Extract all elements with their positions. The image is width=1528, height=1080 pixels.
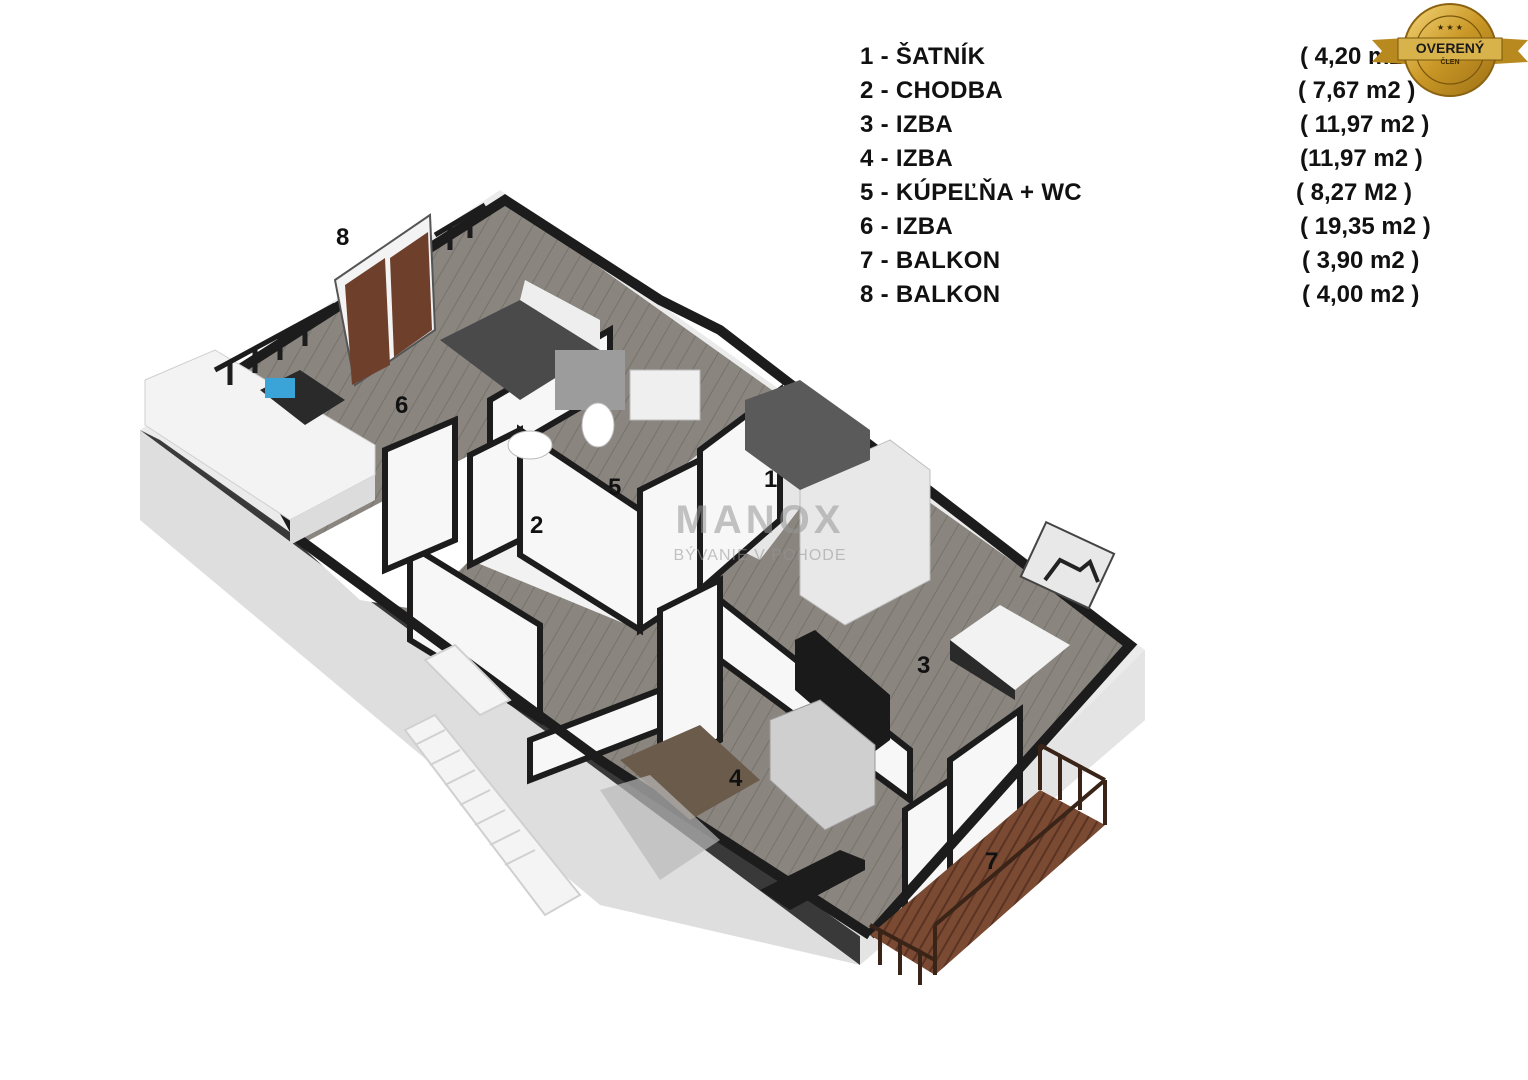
badge-sub-text: ČLEN <box>1440 59 1460 66</box>
room-number-7: 7 <box>985 848 999 875</box>
watermark: MANOX BÝVANIE V POHODE <box>650 498 870 565</box>
balcony-8-door <box>333 213 437 387</box>
legend-item: 1 - ŠATNÍK ( 4,20 m2 ) <box>860 43 1460 77</box>
legend-item: 4 - IZBA (11,97 m2 ) <box>860 145 1460 179</box>
balcony-8-railing <box>213 202 487 385</box>
legend-area: ( 3,90 m2 ) <box>1302 247 1420 274</box>
watermark-tagline: BÝVANIE V POHODE <box>673 547 847 564</box>
legend-item: 7 - BALKON ( 3,90 m2 ) <box>860 247 1460 281</box>
legend-item: 3 - IZBA ( 11,97 m2 ) <box>860 111 1460 145</box>
legend-label: 4 - IZBA <box>860 145 954 172</box>
room-number-1: 1 <box>764 466 778 493</box>
room-number-6: 6 <box>395 392 409 419</box>
svg-text:★ ★ ★: ★ ★ ★ <box>1437 23 1463 32</box>
legend-label: 1 - ŠATNÍK <box>860 43 986 70</box>
staircase <box>403 643 582 917</box>
legend-area: ( 4,00 m2 ) <box>1302 281 1420 308</box>
balcony-7 <box>869 743 1107 985</box>
legend-area: ( 7,67 m2 ) <box>1298 77 1416 104</box>
badge-seal-icon: ★ ★ ★ <box>1372 3 1528 97</box>
legend-area: ( 19,35 m2 ) <box>1300 213 1431 240</box>
bathroom <box>507 350 701 460</box>
room-number-3: 3 <box>917 652 931 679</box>
bed-room-3 <box>950 520 1116 700</box>
room-number-5: 5 <box>608 474 622 501</box>
legend-item: 6 - IZBA ( 19,35 m2 ) <box>860 213 1460 247</box>
room-number-8: 8 <box>336 224 350 251</box>
verified-member-badge: ★ ★ ★ OVERENÝ ČLEN <box>1372 2 1528 102</box>
room-legend: 1 - ŠATNÍK ( 4,20 m2 ) 2 - CHODBA ( 7,67… <box>860 43 1460 315</box>
legend-item: 2 - CHODBA ( 7,67 m2 ) <box>860 77 1460 111</box>
watermark-brand: MANOX <box>675 498 845 542</box>
legend-label: 7 - BALKON <box>860 247 1001 274</box>
badge-main-text: OVERENÝ <box>1415 40 1485 56</box>
legend-area: ( 8,27 M2 ) <box>1296 179 1413 206</box>
legend-label: 5 - KÚPEĽŇA + WC <box>860 179 1082 206</box>
legend-area: (11,97 m2 ) <box>1300 145 1423 172</box>
room-6-desk <box>260 370 345 425</box>
left-cabinet <box>144 349 376 545</box>
room-number-4: 4 <box>729 765 743 792</box>
legend-item: 5 - KÚPEĽŇA + WC ( 8,27 M2 ) <box>860 179 1460 213</box>
room-number-2: 2 <box>530 512 544 539</box>
legend-item: 8 - BALKON ( 4,00 m2 ) <box>860 281 1460 315</box>
wardrobes <box>745 380 931 626</box>
legend-label: 2 - CHODBA <box>860 77 1004 104</box>
legend-label: 8 - BALKON <box>860 281 1001 308</box>
legend-label: 3 - IZBA <box>860 111 954 138</box>
room-4-furniture <box>600 630 890 910</box>
legend-label: 6 - IZBA <box>860 213 954 240</box>
legend-area: ( 11,97 m2 ) <box>1300 111 1430 138</box>
